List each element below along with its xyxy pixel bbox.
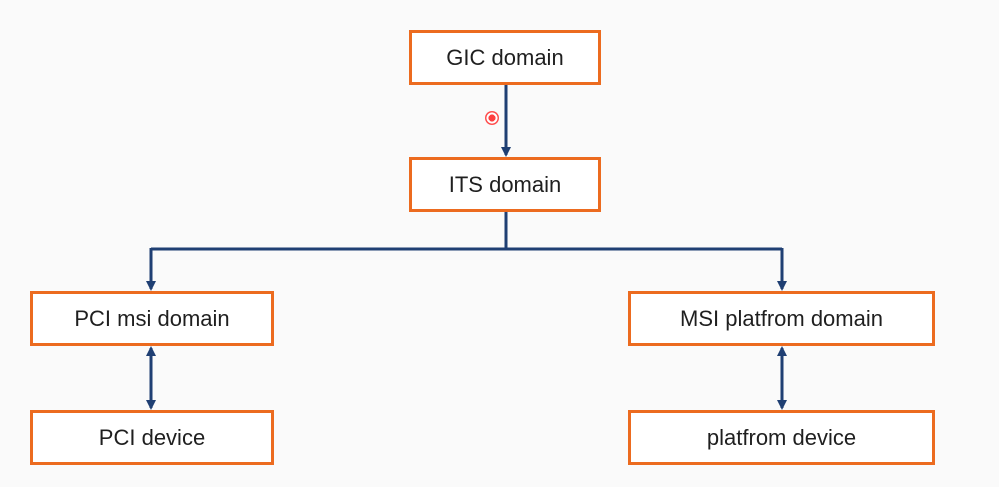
pci-msi-domain-box: PCI msi domain bbox=[30, 291, 274, 346]
platform-device-box: platfrom device bbox=[628, 410, 935, 465]
gic-domain-box: GIC domain bbox=[409, 30, 601, 85]
pci-device-label: PCI device bbox=[98, 424, 206, 450]
pci-device-box: PCI device bbox=[30, 410, 274, 465]
gic-domain-label: GIC domain bbox=[446, 44, 564, 70]
its-domain-box: ITS domain bbox=[409, 157, 601, 212]
laser-pointer-icon bbox=[485, 111, 499, 125]
its-domain-label: ITS domain bbox=[448, 171, 562, 197]
platform-device-label: platfrom device bbox=[706, 424, 857, 450]
msi-platform-domain-box: MSI platfrom domain bbox=[628, 291, 935, 346]
msi-platform-domain-label: MSI platfrom domain bbox=[680, 305, 883, 331]
pci-msi-domain-label: PCI msi domain bbox=[74, 305, 230, 331]
